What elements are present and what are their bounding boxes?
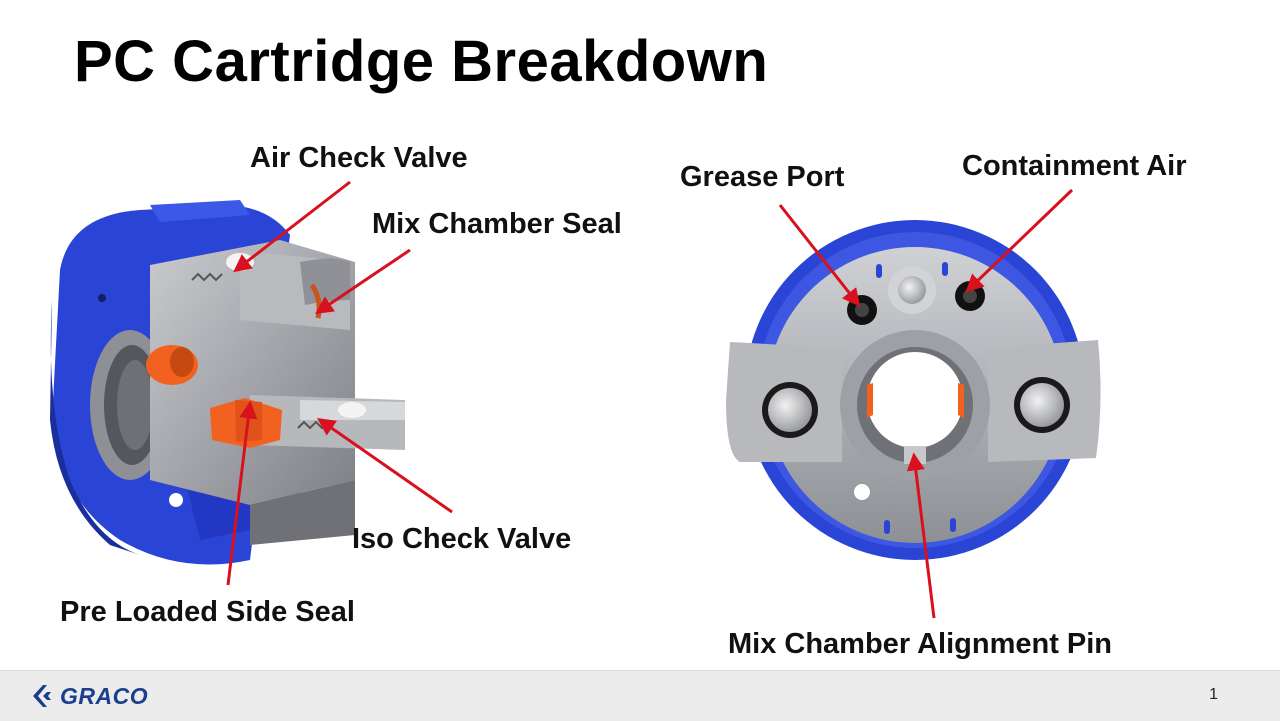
label-air-check-valve: Air Check Valve xyxy=(250,142,468,174)
label-containment-air: Containment Air xyxy=(962,150,1187,182)
slide-footer: GRACO 1 xyxy=(0,670,1280,721)
cutaway-cartridge-drawing xyxy=(50,200,405,565)
label-mix-chamber-alignment-pin: Mix Chamber Alignment Pin xyxy=(728,628,1113,660)
arrow-air-check-valve xyxy=(233,180,351,273)
graco-logo-icon xyxy=(33,685,51,707)
label-mix-chamber-seal: Mix Chamber Seal xyxy=(372,208,622,240)
arrow-grease-port xyxy=(778,204,861,307)
arrow-pre-loaded-side-seal xyxy=(226,400,258,586)
callout-arrows xyxy=(226,180,1074,619)
page-number: 1 xyxy=(1209,686,1218,703)
arrow-containment-air xyxy=(965,188,1074,293)
label-pre-loaded-side-seal: Pre Loaded Side Seal xyxy=(60,596,355,628)
label-iso-check-valve: Iso Check Valve xyxy=(352,523,572,555)
arrow-mix-chamber-alignment-pin xyxy=(906,452,936,619)
label-grease-port: Grease Port xyxy=(680,161,845,193)
slide-title: PC Cartridge Breakdown xyxy=(74,29,769,94)
graco-logo: GRACO xyxy=(30,682,148,710)
graco-logo-text: GRACO xyxy=(60,682,149,709)
arrow-mix-chamber-seal xyxy=(315,248,411,315)
cartridge-illustration xyxy=(50,180,1101,619)
arrow-iso-check-valve xyxy=(317,417,453,514)
end-view-drawing xyxy=(726,220,1101,560)
